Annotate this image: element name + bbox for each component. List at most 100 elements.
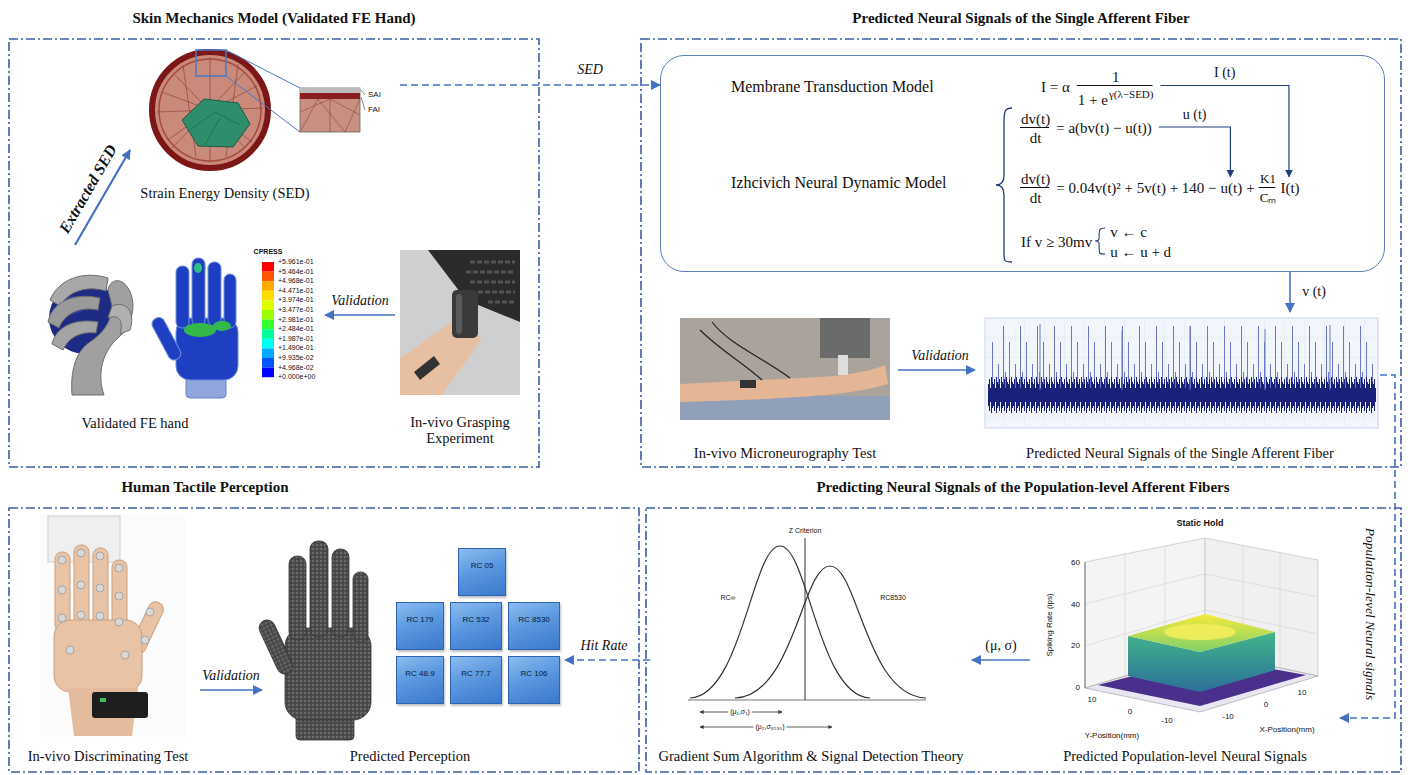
rc-tile: RC 532 bbox=[450, 602, 502, 650]
connector-arrow bbox=[1289, 272, 1291, 312]
annotation-label: I (t) bbox=[1214, 65, 1235, 80]
discrimination-photo-part bbox=[92, 692, 148, 718]
fraction-bar bbox=[1077, 85, 1153, 86]
sed-cross-section-part bbox=[300, 93, 360, 99]
annotation-label: +9.935e-02 bbox=[278, 354, 314, 362]
connector-arrow bbox=[200, 689, 262, 691]
discrimination-photo-part-part bbox=[96, 552, 104, 560]
annotation-label: +5.464e-01 bbox=[278, 268, 314, 276]
figure-caption: Gradient Sum Algorithm & Signal Detectio… bbox=[659, 748, 964, 765]
sed-cross-section-part bbox=[152, 52, 268, 168]
panel-border-line bbox=[9, 508, 639, 772]
discrimination-photo-part-part bbox=[96, 612, 104, 620]
annotation-label: 10 bbox=[1088, 696, 1097, 705]
rc-value: RC 8530 bbox=[518, 616, 550, 625]
annotation-label: Spiking Rate (ips) bbox=[1046, 593, 1055, 656]
annotation-label: +2.484e-01 bbox=[278, 325, 314, 333]
detection-curves-part bbox=[805, 538, 806, 700]
pressure-hand-model-part bbox=[176, 318, 238, 380]
figure-caption: Predicted Perception bbox=[350, 748, 470, 765]
panel-border-line bbox=[646, 508, 1401, 772]
annotation-label: 60 bbox=[1071, 559, 1080, 568]
annotation-label: RC∞ bbox=[720, 594, 735, 602]
dashed-panel: Predicted Neural Signals of the Single A… bbox=[640, 38, 1402, 468]
spike-train-plot bbox=[985, 318, 1378, 428]
rc-value: RC 05 bbox=[471, 562, 494, 571]
panel-border-line bbox=[641, 39, 1401, 467]
sed-cross-section-part bbox=[196, 50, 226, 76]
rc-value: RC 77.7 bbox=[461, 670, 490, 679]
detection-curves-part bbox=[690, 546, 870, 698]
equation-term: 1 + e bbox=[1078, 92, 1108, 109]
equation-term: + bbox=[1246, 180, 1254, 197]
figure-block: Strain Energy Density (SED) bbox=[130, 45, 400, 205]
equation-term: dv(t) bbox=[1021, 111, 1050, 128]
microneurography-photo-part bbox=[838, 355, 848, 375]
annotation-label: 0 bbox=[1264, 701, 1268, 710]
equation-term: I(t) bbox=[1280, 180, 1299, 197]
discrimination-photo-part-part bbox=[77, 549, 85, 557]
grasp-photo bbox=[400, 250, 520, 395]
connector-label: Hit Rate bbox=[578, 638, 629, 653]
connector-label: Validation bbox=[329, 293, 391, 308]
equation-term: = 0.04v(t)² + 5v(t) + 140 − bbox=[1056, 180, 1216, 197]
pressure-hand-model-part bbox=[194, 263, 202, 273]
rc-tile: RC 106 bbox=[508, 656, 560, 704]
equation-term: If v ≥ 30mv bbox=[1021, 234, 1092, 251]
figure-caption: In-vivo Grasping Experiment bbox=[398, 414, 522, 447]
sed-cross-section-part bbox=[300, 88, 360, 93]
annotation-label: +4.968e-02 bbox=[278, 364, 314, 372]
sed-cross-section-part bbox=[300, 99, 360, 132]
equation-term: u(t) bbox=[1221, 180, 1243, 197]
annotation-label: Z Criterion bbox=[789, 527, 822, 535]
population-surface-part bbox=[1085, 562, 1086, 688]
discrimination-photo-part-part bbox=[115, 618, 123, 626]
population-surface-part bbox=[1128, 614, 1275, 652]
annotation-label: Y-Position(mm) bbox=[1085, 732, 1139, 741]
grasping-hand-model-part bbox=[108, 304, 132, 334]
equation-term: u ← u + d bbox=[1110, 244, 1171, 261]
annotation-label: (μ₂,σ₈₅₃₀) bbox=[753, 723, 786, 731]
pressure-hand-model-part bbox=[213, 321, 231, 331]
discrimination-photo-part-part bbox=[96, 584, 104, 592]
microneurography-photo-part bbox=[700, 322, 790, 380]
figure-caption: Validated FE hand bbox=[81, 415, 188, 432]
microneurography-photo-part bbox=[740, 380, 756, 388]
equation-term: dt bbox=[1030, 130, 1042, 147]
annotation-label: +1.987e-01 bbox=[278, 335, 314, 343]
rc-tile: RC 8530 bbox=[508, 602, 560, 650]
pressure-hand-model-part bbox=[208, 262, 221, 326]
figure-caption: Predicted Neural Signals of the Single A… bbox=[1026, 445, 1334, 462]
equation-term: I = α bbox=[1041, 79, 1070, 96]
spike-train-plot-part bbox=[1040, 324, 1330, 390]
grasping-hand-model-part bbox=[52, 321, 98, 350]
detection-curves bbox=[688, 538, 926, 727]
discrimination-photo-part bbox=[100, 698, 106, 702]
equation-brace bbox=[996, 108, 1012, 262]
detection-curves-part bbox=[688, 700, 926, 701]
annotation-label: RC8530 bbox=[880, 594, 906, 602]
pressure-colorbar-part bbox=[262, 329, 274, 339]
microneurography-photo-part bbox=[680, 318, 890, 420]
fraction-bar bbox=[1020, 187, 1049, 188]
annotation-label: 0 bbox=[1128, 708, 1132, 717]
annotation-label: -10 bbox=[1161, 717, 1173, 726]
discrimination-photo-part-part bbox=[121, 651, 129, 659]
panel-border-line bbox=[9, 39, 539, 467]
pressure-colorbar-part bbox=[262, 368, 274, 378]
discrimination-photo-part bbox=[54, 620, 142, 692]
annotation-label: u (t) bbox=[1183, 107, 1207, 122]
panel-heading: Human Tactile Perception bbox=[121, 479, 288, 496]
connector-arrow bbox=[565, 659, 650, 661]
connector-label: v (t) bbox=[1300, 284, 1328, 299]
pressure-colorbar-part bbox=[262, 348, 274, 358]
equation-term: = a(bv(t) − u(t)) bbox=[1056, 120, 1152, 137]
connector-label: Validation bbox=[200, 668, 262, 683]
figure-caption: In-vivo Discriminating Test bbox=[28, 748, 189, 765]
annotation-label: +4.968e-01 bbox=[278, 277, 314, 285]
spike-train-plot-part bbox=[985, 318, 1378, 428]
connector-arrow bbox=[400, 84, 660, 86]
equation-term: v ← c bbox=[1110, 224, 1147, 241]
discrimination-photo-part-part bbox=[77, 611, 85, 619]
panel-heading: Predicting Neural Signals of the Populat… bbox=[816, 479, 1229, 496]
